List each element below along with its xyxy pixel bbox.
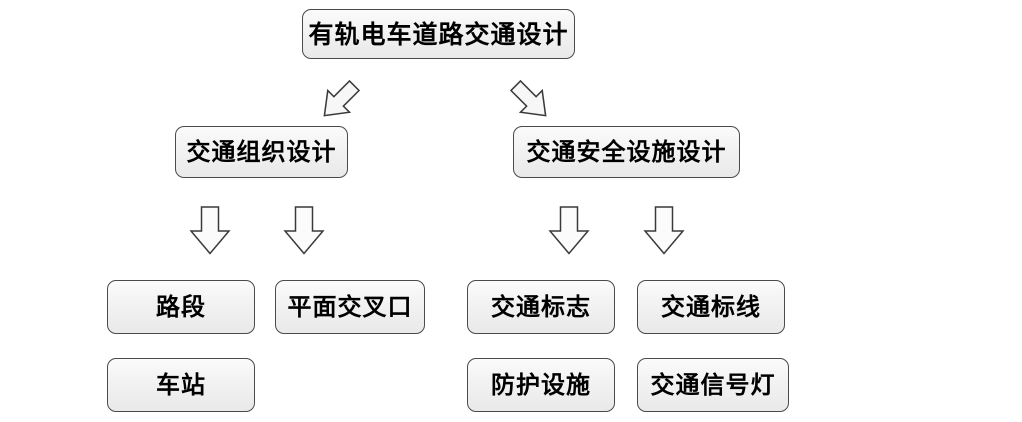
arrow-down-right-to-safety-facilities: [506, 76, 554, 124]
node-label: 防护设施: [491, 371, 591, 399]
node-tram-road-traffic-design[interactable]: 有轨电车道路交通设计: [302, 9, 575, 59]
node-traffic-signal-light[interactable]: 交通信号灯: [637, 358, 789, 412]
node-road-section[interactable]: 路段: [107, 280, 255, 334]
node-traffic-safety-facility-design[interactable]: 交通安全设施设计: [513, 126, 740, 178]
node-traffic-organization-design[interactable]: 交通组织设计: [175, 126, 348, 178]
node-label: 有轨电车道路交通设计: [308, 19, 569, 49]
arrow-down-to-intersection: [283, 205, 325, 255]
arrow-down-left-to-traffic-organization: [316, 76, 364, 124]
node-traffic-marking[interactable]: 交通标线: [637, 280, 785, 334]
node-traffic-sign[interactable]: 交通标志: [467, 280, 615, 334]
node-label: 交通安全设施设计: [526, 138, 727, 166]
arrow-down-to-traffic-marking: [643, 205, 685, 255]
arrow-down-to-traffic-sign: [548, 205, 590, 255]
node-at-grade-intersection[interactable]: 平面交叉口: [275, 280, 425, 334]
node-label: 平面交叉口: [287, 293, 413, 321]
node-label: 车站: [156, 371, 206, 399]
node-protective-facility[interactable]: 防护设施: [467, 358, 615, 412]
arrow-down-to-road-section: [189, 205, 231, 255]
node-label: 路段: [156, 293, 206, 321]
node-station[interactable]: 车站: [107, 358, 255, 412]
node-label: 交通标线: [661, 293, 761, 321]
node-label: 交通组织设计: [186, 138, 337, 166]
node-label: 交通信号灯: [650, 371, 776, 399]
node-label: 交通标志: [491, 293, 591, 321]
